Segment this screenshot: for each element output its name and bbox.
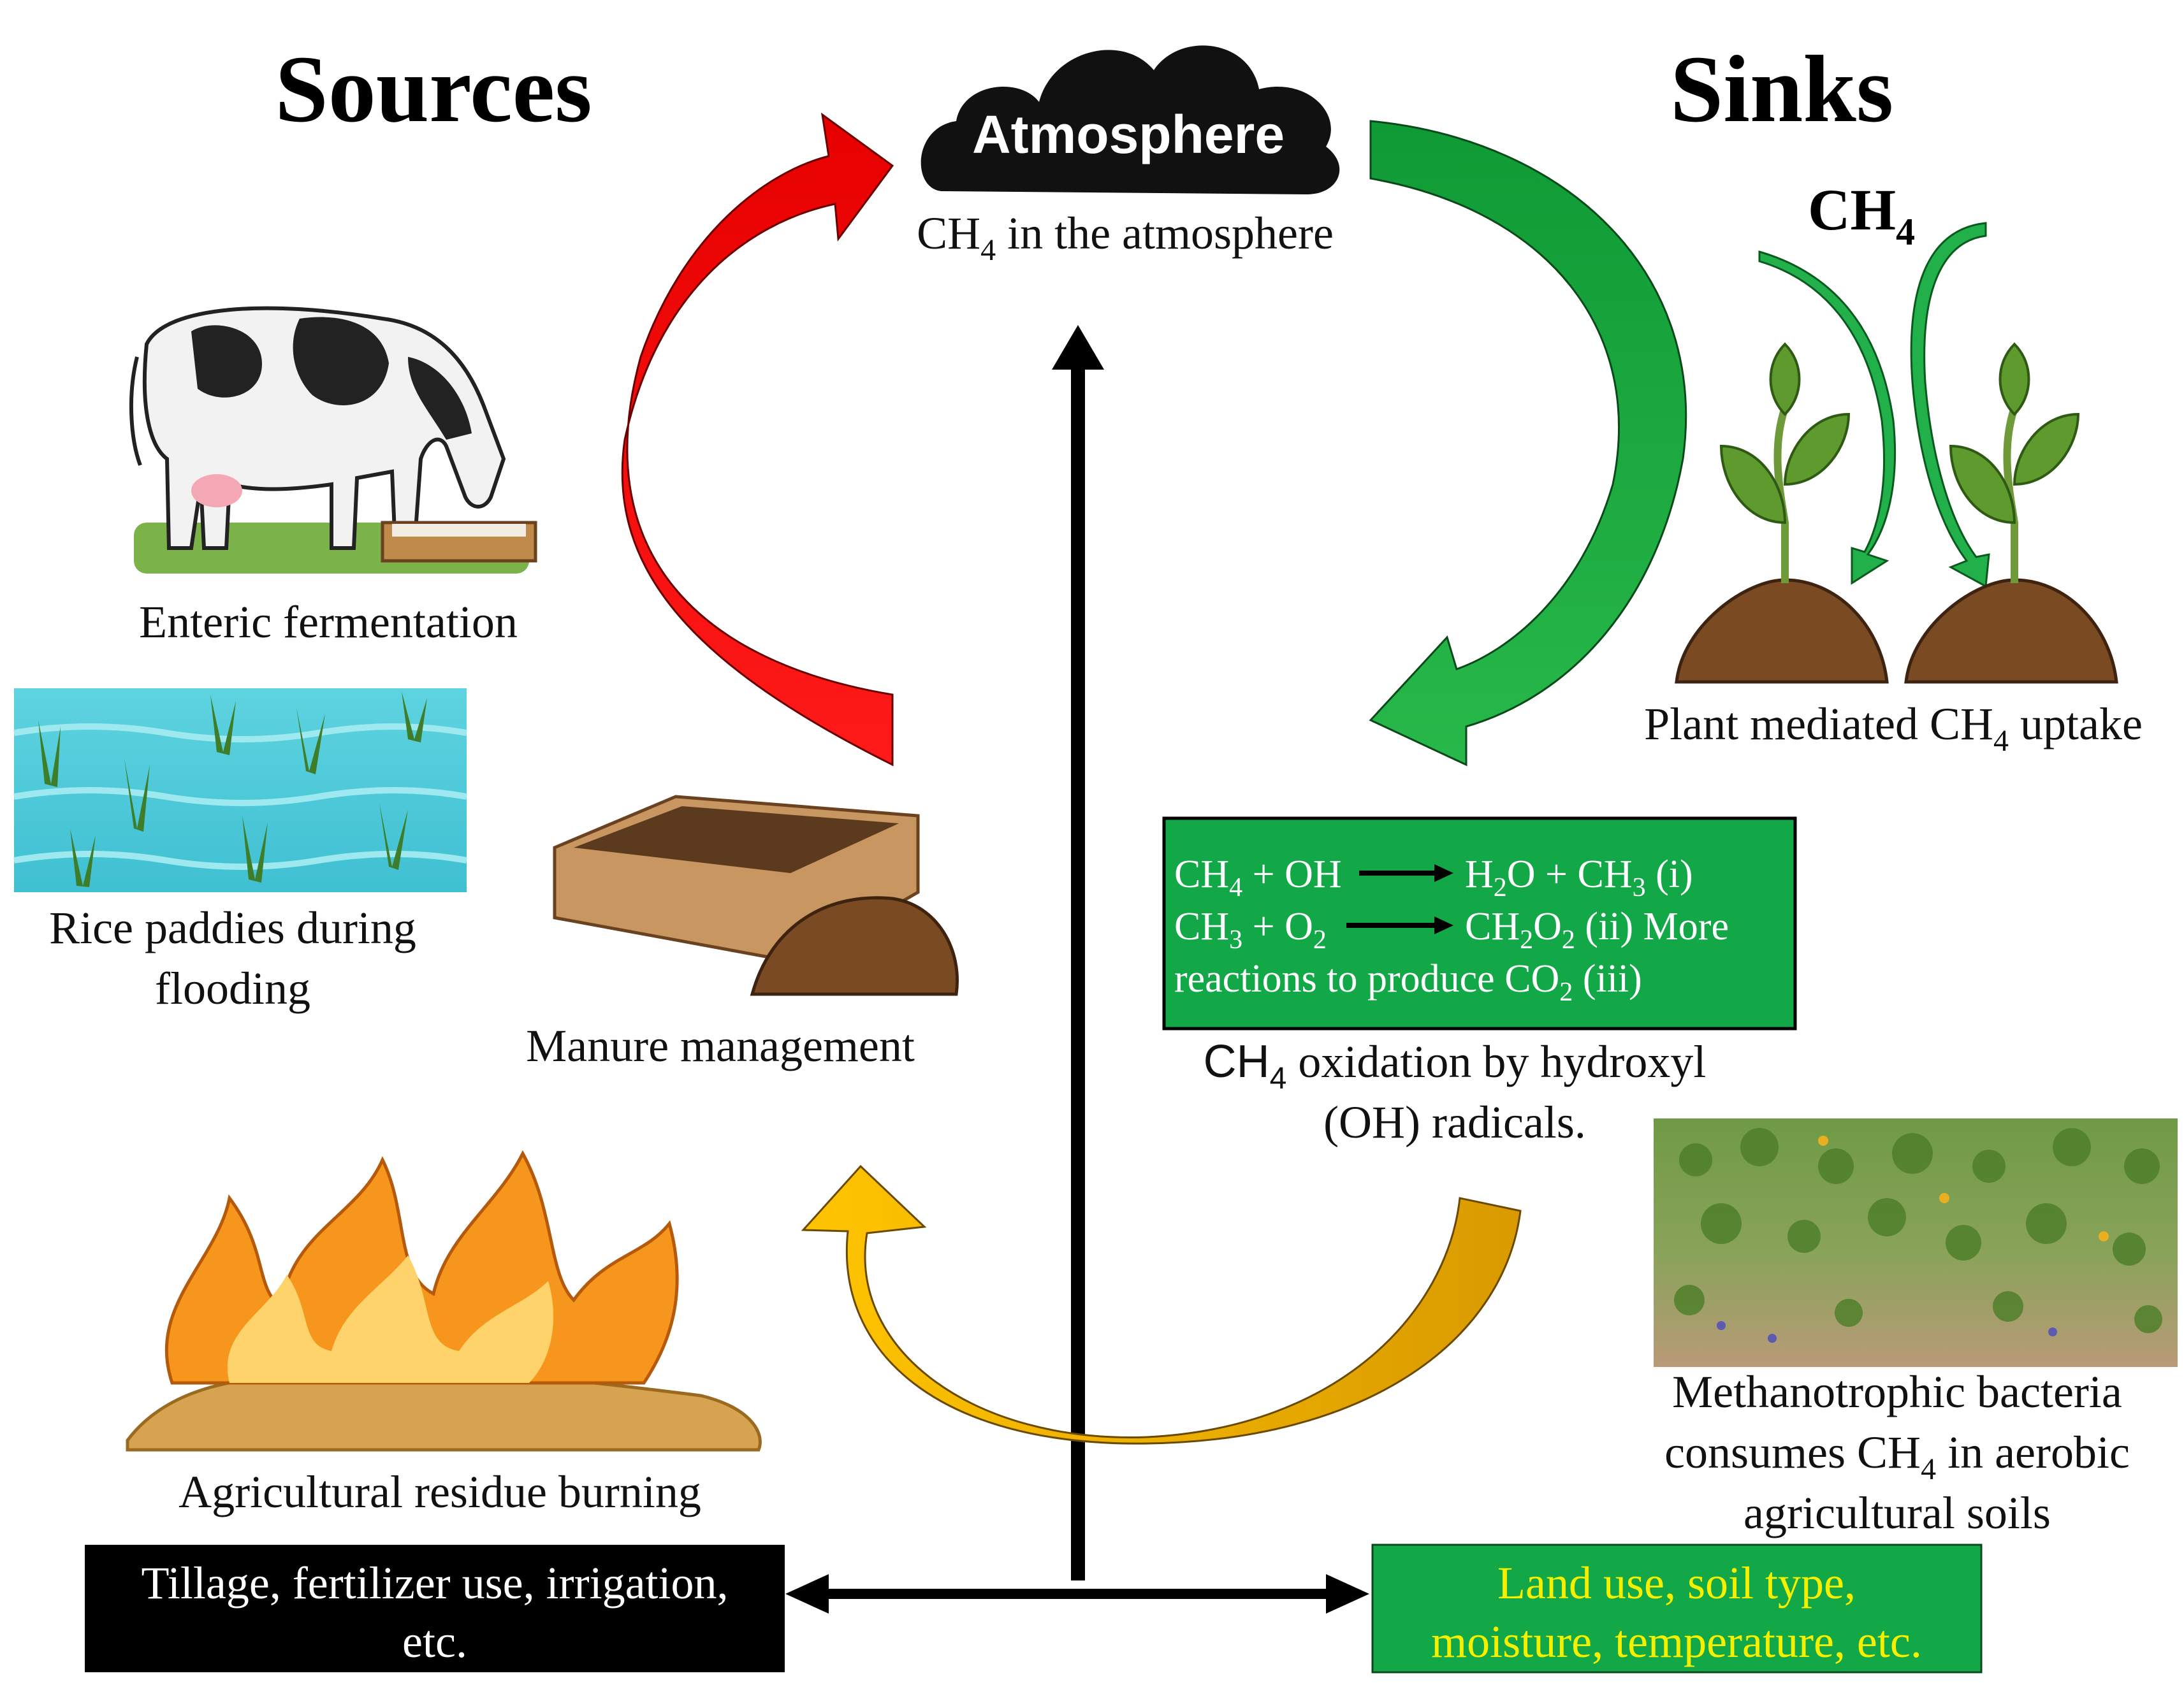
reaction-line3: reactions to produce CO2 (iii)	[1174, 957, 1642, 1007]
oxidation-label-line1: CH4 oxidation by hydroxyl	[1204, 1036, 1707, 1096]
reaction-line2-product: CH2O2 (ii) More	[1465, 905, 1729, 955]
reaction-line1-product: H2O + CH3 (i)	[1465, 853, 1693, 902]
field-photo-icon	[1654, 1118, 2178, 1367]
plant-icon	[1675, 342, 2118, 684]
reaction-line1: CH4 + OH	[1174, 853, 1342, 902]
manure-label: Manure management	[526, 1020, 915, 1071]
fire-icon	[126, 1150, 762, 1452]
burning-label: Agricultural residue burning	[178, 1466, 701, 1517]
atmosphere-caption: CH4 in the atmosphere	[917, 208, 1334, 267]
rice-paddy-icon	[13, 688, 467, 892]
rice-label-line1: Rice paddies during	[49, 902, 416, 953]
cow-icon	[129, 306, 537, 574]
manure-tray-icon	[553, 795, 959, 996]
methanotroph-label-line1: Methanotrophic bacteria	[1672, 1366, 2122, 1417]
central-up-arrow	[1052, 325, 1104, 1580]
reaction-line2: CH3 + O2	[1174, 905, 1327, 955]
soil-return-arrow	[801, 1164, 1522, 1445]
practices-box	[85, 1545, 785, 1672]
factors-line1: Land use, soil type,	[1497, 1558, 1856, 1609]
practices-line1: Tillage, fertilizer use, irrigation,	[141, 1558, 728, 1609]
atmosphere-to-sink-arrow	[1369, 120, 1687, 767]
plant-uptake-label: Plant mediated CH4 uptake	[1644, 698, 2143, 758]
sinks-heading: Sinks	[1670, 36, 1893, 142]
bottom-double-arrow	[785, 1574, 1369, 1614]
reaction-arrows	[1346, 864, 1453, 934]
sources-to-atmosphere-arrow	[621, 112, 894, 767]
sources-heading: Sources	[275, 36, 592, 142]
practices-line2: etc.	[402, 1616, 467, 1667]
reaction-box	[1162, 816, 1797, 1031]
methanotroph-label-line2: consumes CH4 in aerobic	[1664, 1427, 2130, 1486]
sink-ch4-label: CH4	[1808, 177, 1915, 253]
enteric-label: Enteric fermentation	[139, 597, 518, 647]
factors-box	[1371, 1544, 1983, 1674]
rice-label-line2: flooding	[155, 963, 310, 1014]
methanotroph-label-line3: agricultural soils	[1744, 1487, 2051, 1538]
cloud-icon	[921, 45, 1340, 194]
oxidation-label-line2: (OH) radicals.	[1323, 1097, 1586, 1148]
atmosphere-label: Atmosphere	[972, 105, 1285, 164]
factors-line2: moisture, temperature, etc.	[1431, 1616, 1922, 1667]
